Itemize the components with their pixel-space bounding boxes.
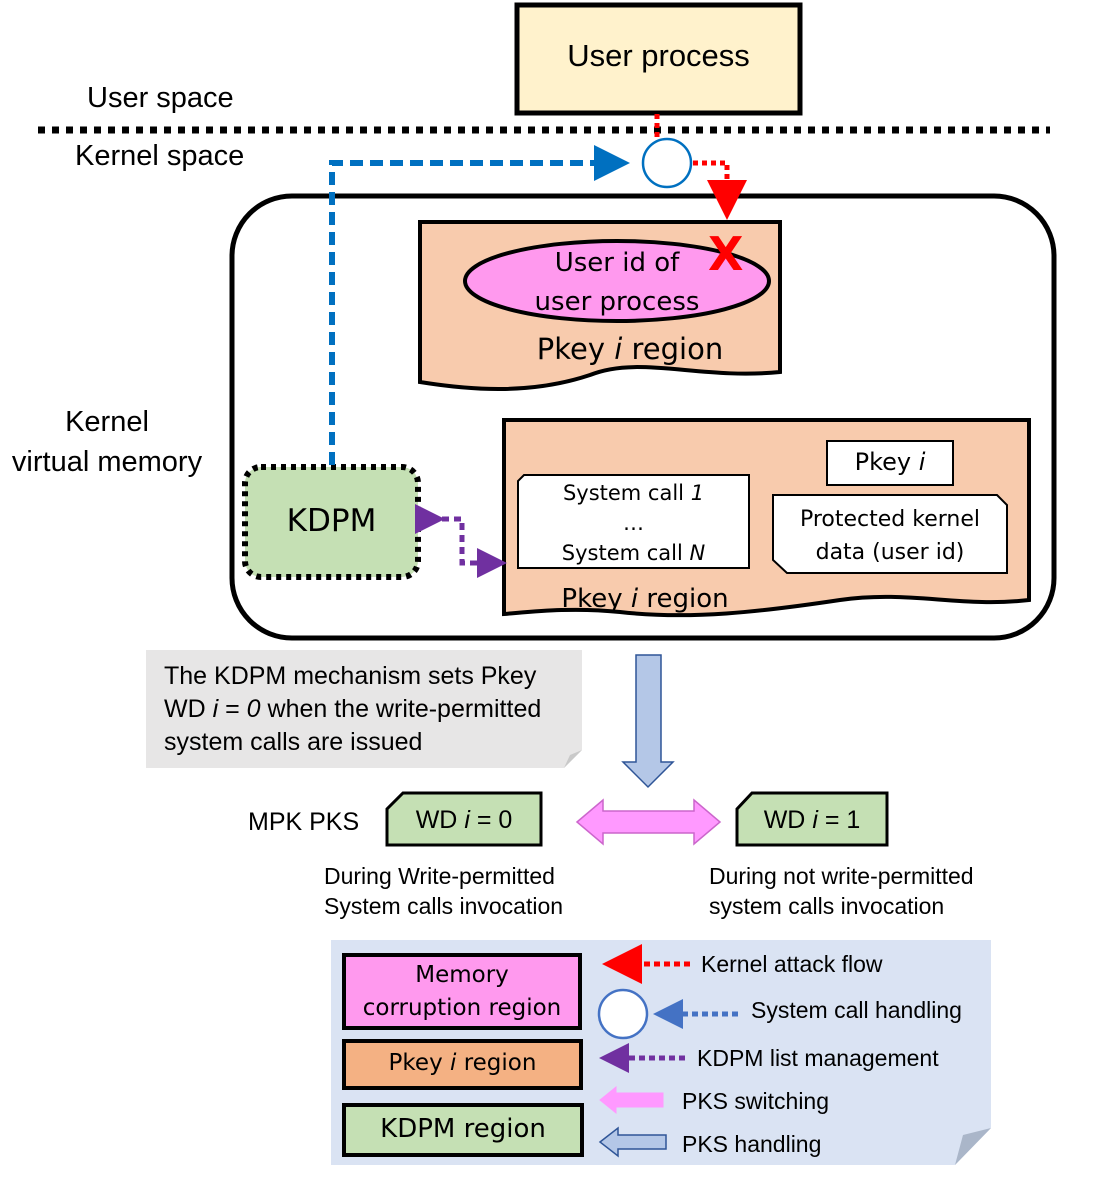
wd1-box: [735, 791, 889, 847]
legend-pkey-label: Pkey i region: [388, 1050, 537, 1076]
kdpm-label: KDPM: [286, 503, 377, 539]
syscall-handling-circle: [641, 137, 693, 189]
user-process-label: User process: [567, 38, 750, 73]
target-line2: user process: [534, 287, 700, 317]
memory-corruption-target: User id of user process: [465, 244, 769, 322]
pks-switching-arrow: [575, 798, 722, 846]
kvm-line2: virtual memory: [11, 446, 203, 478]
wd0-box: [385, 791, 543, 847]
syscall-handling-arrow: [329, 145, 630, 465]
kernel-space-label: Kernel space: [75, 140, 245, 172]
legend-pkey-swatch: [342, 1039, 583, 1090]
kvm-line1: Kernel: [65, 406, 149, 438]
mpk-pks-label: MPK PKS: [248, 808, 360, 836]
protected-data-box: [772, 494, 1008, 574]
attack-x-mark: X: [708, 227, 744, 281]
legend-kdpm-text: KDPM list management: [697, 1045, 939, 1071]
kdpm-list-arrow: [415, 504, 507, 578]
legend-pks-handling-arrow: [598, 1126, 667, 1158]
protected-data-label: Protected kernel data (user id): [799, 507, 981, 565]
pkey-tag-label: Pkey i: [854, 448, 926, 476]
legend-pks-handling-text: PKS handling: [682, 1131, 822, 1157]
syscall-list-box: [517, 474, 750, 569]
kernel-virtual-memory-label: Kernel virtual memory: [0, 402, 214, 482]
upper-region-label: Pkey i region: [536, 332, 724, 366]
user-process-box: [514, 2, 803, 116]
legend-syscall-circle: [597, 988, 649, 1040]
legend-kdpm-label: KDPM region: [380, 1114, 546, 1144]
legend-memory-label: Memory corruption region: [362, 962, 562, 1021]
wd1-label: WD i = 1: [763, 806, 861, 834]
pks-handling-arrow: [621, 654, 675, 789]
pks-caption-right: During not write-permitted system calls …: [709, 863, 974, 919]
legend-attack-text: Kernel attack flow: [701, 951, 883, 977]
legend-kdpm-swatch: [342, 1103, 584, 1157]
pks-caption-left: During Write-permitted System calls invo…: [324, 863, 564, 919]
syscall-last: System call N: [561, 541, 706, 565]
legend-pks-switch-arrow: [599, 1085, 664, 1115]
memory-corruption-ellipse: [463, 239, 771, 323]
kdpm-note: The KDPM mechanism sets Pkey WD i = 0 wh…: [164, 662, 542, 756]
legend-memory-swatch: [342, 953, 582, 1030]
syscall-list: System call 1 … System call N: [518, 477, 749, 569]
wd0-label: WD i = 0: [415, 806, 513, 834]
target-line1: User id of: [554, 248, 680, 278]
syscall-first: System call 1: [562, 481, 705, 505]
attack-flow-arrow: [654, 114, 727, 200]
legend-pks-switch-text: PKS switching: [682, 1088, 830, 1114]
syscall-ellipsis: …: [623, 511, 644, 535]
legend-syscall-text: System call handling: [751, 997, 962, 1023]
note-box: [146, 650, 582, 768]
lower-region-label: Pkey i region: [561, 584, 729, 614]
user-space-label: User space: [87, 82, 234, 114]
pkey-tag-box: [826, 440, 954, 486]
